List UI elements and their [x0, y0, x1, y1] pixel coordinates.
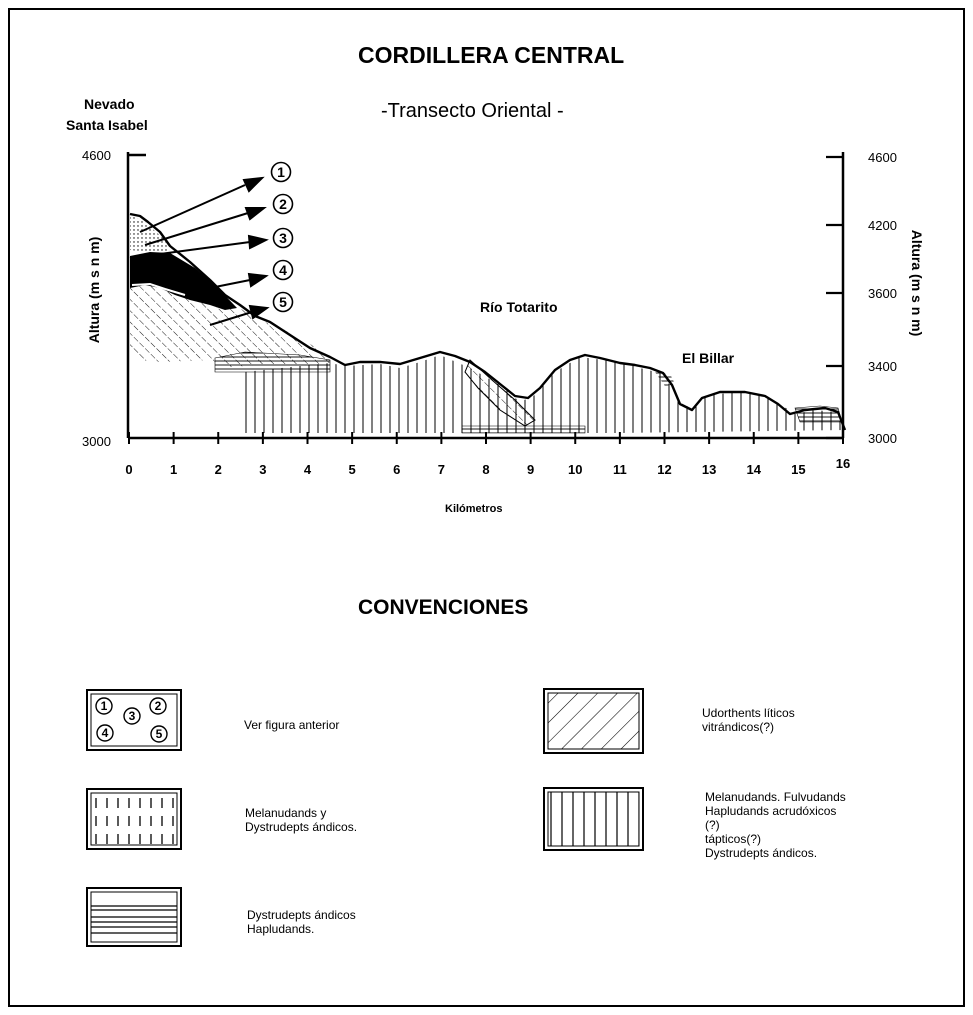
left-tick-label: 3000 — [82, 434, 111, 449]
legend-callout-number: 3 — [129, 709, 136, 723]
unit-vertical-lines — [245, 355, 845, 433]
legend-callout-circle — [149, 697, 167, 715]
right-tick-label: 3400 — [868, 359, 897, 374]
right-tick-label: 3000 — [868, 431, 897, 446]
legend-callout-circle — [150, 725, 168, 743]
callout-circle — [272, 259, 294, 281]
x-tick-label: 14 — [747, 462, 762, 477]
legend-box-horizontal — [86, 887, 182, 947]
legend-text-dashes: Melanudands y Dystrudepts ándicos. — [245, 806, 358, 834]
callout-number: 2 — [279, 196, 287, 212]
right-tick-label: 4600 — [868, 150, 897, 165]
legend-box-numbers: 1 3 2 4 5 — [86, 689, 182, 751]
legend-callout-circle — [123, 707, 141, 725]
legend-text-diagonal: Udorthents líticos vitrándicos(?) — [702, 706, 795, 734]
unit-horizontal-lines — [214, 351, 331, 373]
x-tick-label: 16 — [836, 456, 850, 471]
x-tick-label: 3 — [259, 462, 266, 477]
callout-circle — [272, 227, 294, 249]
unit-diagonal-valley — [464, 359, 536, 427]
legend-text-horizontal: Dystrudepts ándicos Hapludands. — [247, 908, 356, 936]
right-axis-ticks: 4600 4200 3600 3400 3000 — [826, 150, 897, 446]
x-tick-label: 0 — [125, 462, 132, 477]
legend-box-dashes — [86, 788, 182, 850]
figure-frame — [8, 8, 965, 1007]
x-tick-label: 12 — [657, 462, 671, 477]
right-tick-label: 4200 — [868, 218, 897, 233]
x-tick-label: 2 — [215, 462, 222, 477]
unit-summit-dots — [130, 215, 170, 252]
callout-number: 1 — [277, 164, 285, 180]
x-tick-label: 10 — [568, 462, 582, 477]
legend-callout-number: 1 — [101, 699, 108, 713]
legend-box-diagonal — [543, 688, 644, 754]
x-tick-label: 7 — [438, 462, 445, 477]
figure-title: CORDILLERA CENTRAL — [358, 42, 625, 68]
figure-subtitle: -Transecto Oriental - — [381, 100, 564, 122]
callout-circle — [270, 161, 292, 183]
x-tick-label: 4 — [304, 462, 312, 477]
unit-horizontal-gully — [461, 425, 586, 434]
x-tick-label: 8 — [482, 462, 489, 477]
legend-title: CONVENCIONES — [358, 596, 529, 619]
place-label-billar: El Billar — [682, 350, 735, 366]
y-axis-label-right: Altura (m s n m) — [909, 230, 925, 337]
legend-callout-circle — [96, 724, 114, 742]
y-axis-label-left: Altura (m s n m) — [86, 237, 102, 344]
x-tick-label: 6 — [393, 462, 400, 477]
x-tick-label: 15 — [791, 462, 805, 477]
legend-callout-number: 4 — [102, 726, 109, 740]
callout-number: 3 — [279, 230, 287, 246]
legend-text-numbers: Ver figura anterior — [244, 718, 340, 732]
callout-number: 5 — [279, 294, 287, 310]
left-axis-labels: 4600 3000 — [82, 148, 111, 449]
legend-box-vertical — [543, 787, 644, 851]
legend-callout-number: 5 — [156, 727, 163, 741]
x-axis-label: Kilómetros — [445, 503, 502, 515]
legend-callout-number: 2 — [155, 699, 162, 713]
x-tick-label: 5 — [349, 462, 356, 477]
callout-number: 4 — [279, 262, 287, 278]
callout-arrows — [129, 176, 270, 326]
x-tick-label: 13 — [702, 462, 716, 477]
left-tick-label: 4600 — [82, 148, 111, 163]
x-tick-label: 1 — [170, 462, 177, 477]
legend-text-vertical: Melanudands. Fulvudands Hapludands acrud… — [705, 790, 846, 860]
callout-circle — [272, 291, 294, 313]
peak-label-line2: Santa Isabel — [66, 117, 148, 133]
peak-label-line1: Nevado — [84, 96, 135, 112]
x-tick-label: 9 — [527, 462, 534, 477]
place-label-river: Río Totarito — [480, 299, 558, 315]
right-tick-label: 3600 — [868, 286, 897, 301]
terrain-surface — [129, 212, 847, 431]
callout-circle — [272, 193, 294, 215]
unit-black-summit — [130, 252, 237, 310]
callout-circles: 1 2 3 4 5 — [270, 161, 294, 313]
legend-callout-circle — [95, 697, 113, 715]
x-tick-label: 11 — [613, 462, 627, 477]
